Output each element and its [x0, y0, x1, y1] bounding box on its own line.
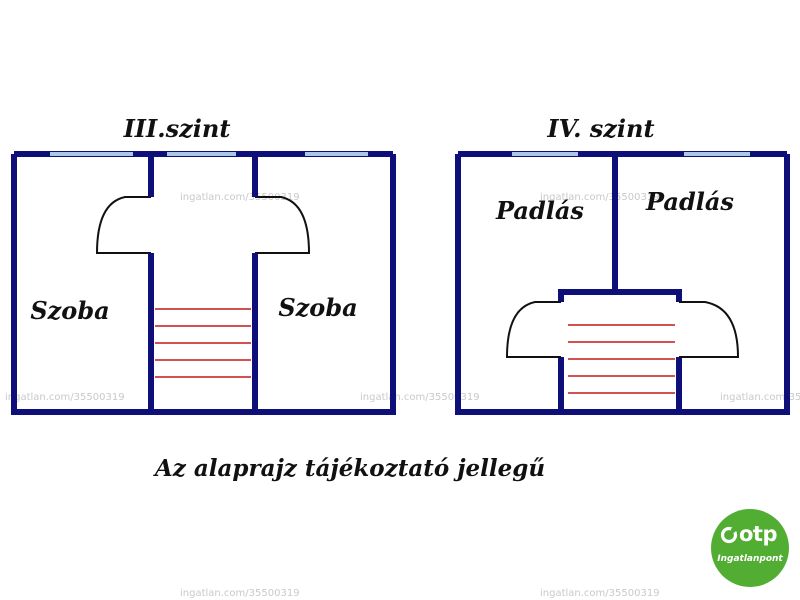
watermark-text: ingatlan.com/35500319 [360, 392, 480, 403]
disclaimer-note: Az alaprajz tájékoztató jellegű [154, 455, 546, 482]
stair-landing [95, 196, 311, 254]
watermark-text: ingatlan.com/35500319 [720, 392, 800, 403]
room-label: Szoba [278, 293, 357, 322]
otp-logo: otp Ingatlanpont [711, 509, 789, 587]
watermark-text: ingatlan.com/35500319 [5, 392, 125, 403]
logo-subtitle: Ingatlanpont [717, 554, 783, 564]
stair-treads [568, 324, 675, 394]
watermark-text: ingatlan.com/35500319 [180, 588, 300, 599]
otp-swirl-icon [720, 526, 738, 544]
watermark-text: ingatlan.com/35500319 [540, 588, 660, 599]
level-title: III.szint [123, 114, 231, 143]
room-label: Padlás [495, 196, 584, 225]
watermark-text: ingatlan.com/35500319 [180, 192, 300, 203]
watermark-text: ingatlan.com/35500319 [540, 192, 660, 203]
level-title: IV. szint [546, 114, 654, 143]
level-iii-plan: III.szint Szoba Szoba [11, 114, 396, 415]
room-label: Padlás [645, 187, 734, 216]
room-label: Szoba [30, 296, 109, 325]
logo-brand: otp [739, 522, 778, 546]
stair-treads [155, 308, 251, 378]
stair-landing [505, 301, 740, 358]
level-iv-plan: IV. szint Padlás Padlás [455, 114, 790, 415]
watermarks: ingatlan.com/35500319 ingatlan.com/35500… [5, 192, 800, 599]
